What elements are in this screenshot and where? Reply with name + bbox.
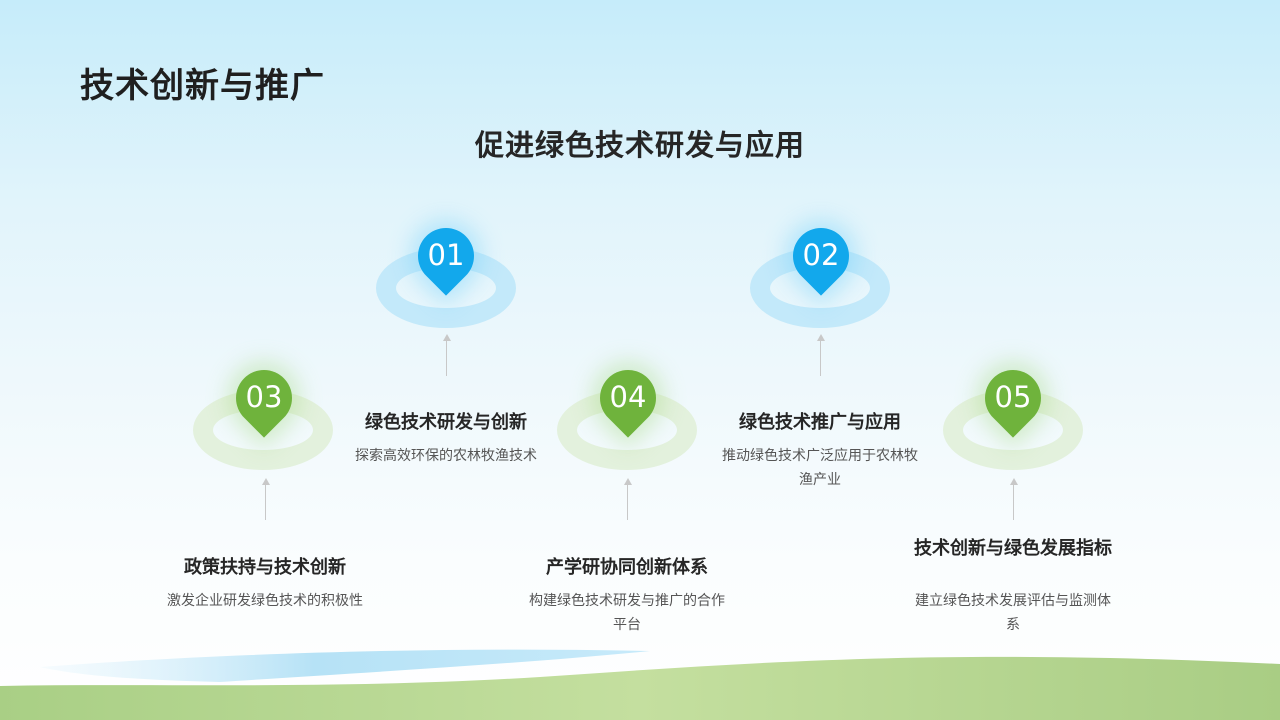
item-05-description: 建立绿色技术发展评估与监测体系	[915, 593, 1111, 633]
item-05-arrow	[1009, 478, 1018, 520]
item-05-title: 技术创新与绿色发展指标	[914, 538, 1112, 559]
item-04-arrow	[623, 478, 632, 520]
blue-wave	[40, 649, 650, 682]
item-02-arrow	[816, 334, 825, 376]
page-subtitle: 促进绿色技术研发与应用	[474, 128, 805, 162]
item-01-title: 绿色技术研发与创新	[365, 412, 527, 433]
item-01-description: 探索高效环保的农林牧渔技术	[355, 448, 537, 464]
item-03-arrow	[261, 478, 270, 520]
item-01-number: 01	[427, 238, 465, 272]
item-03-description: 激发企业研发绿色技术的积极性	[167, 593, 363, 609]
item-01-arrow	[442, 334, 451, 376]
item-04-title: 产学研协同创新体系	[546, 557, 708, 578]
item-03-title: 政策扶持与技术创新	[184, 557, 346, 578]
page-title: 技术创新与推广	[80, 66, 325, 106]
item-05-number: 05	[994, 380, 1032, 414]
item-04-description: 构建绿色技术研发与推广的合作平台	[529, 593, 725, 633]
item-02-description: 推动绿色技术广泛应用于农林牧渔产业	[722, 448, 918, 488]
green-hill	[0, 656, 1280, 720]
item-03-number: 03	[245, 380, 283, 414]
item-02-title: 绿色技术推广与应用	[739, 412, 901, 433]
item-04-number: 04	[609, 380, 647, 414]
item-02-number: 02	[802, 238, 840, 272]
